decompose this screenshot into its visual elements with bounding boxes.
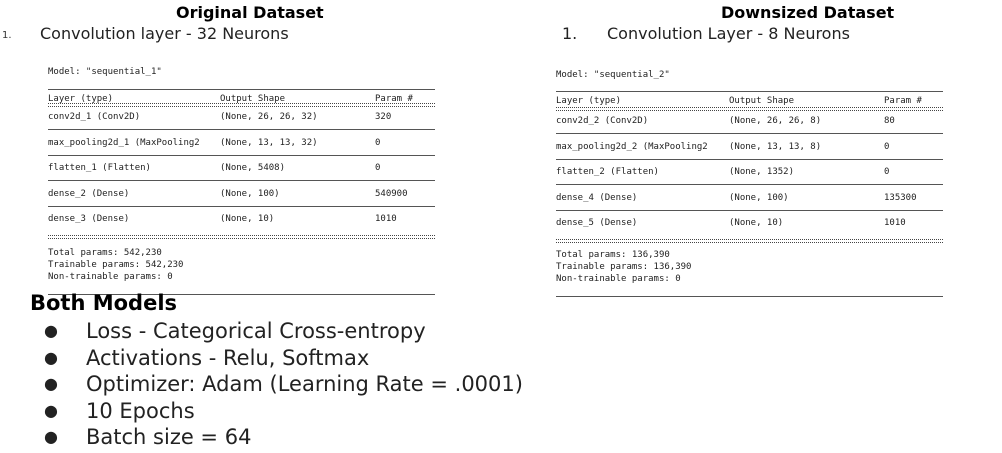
table-cell: (None, 100) bbox=[729, 192, 789, 203]
table-cell: conv2d_2 (Conv2D) bbox=[556, 116, 649, 126]
table-cell: 0 bbox=[375, 163, 381, 173]
header-double-rule bbox=[48, 103, 435, 107]
right-item-number: 1. bbox=[562, 24, 578, 43]
bullet-text: Optimizer: Adam (Learning Rate = .0001) bbox=[86, 372, 523, 396]
original-dataset-title: Original Dataset bbox=[176, 3, 324, 22]
table-cell: 0 bbox=[375, 137, 381, 148]
column-header: Layer (type) bbox=[48, 94, 114, 104]
bullet-icon: ● bbox=[44, 321, 58, 340]
params-total: Total params: 136,390 bbox=[556, 250, 670, 260]
bullet-icon: ● bbox=[44, 400, 58, 420]
left-item-text: Convolution layer - 32 Neurons bbox=[40, 24, 289, 43]
table-cell: 80 bbox=[884, 116, 895, 126]
table-cell: (None, 10) bbox=[729, 218, 784, 228]
row-rule bbox=[556, 158, 943, 160]
table-cell: (None, 13, 13, 32) bbox=[220, 137, 318, 148]
bullet-text: Activations - Relu, Softmax bbox=[86, 345, 370, 370]
table-cell: 1010 bbox=[884, 218, 906, 228]
column-header: Output Shape bbox=[220, 94, 286, 104]
table-cell: 135300 bbox=[884, 192, 917, 203]
row-rule bbox=[556, 209, 943, 211]
right-item-text: Convolution Layer - 8 Neurons bbox=[607, 24, 850, 43]
downsized-model-summary: Model: "sequential_2" Layer (type) Output … bbox=[556, 69, 946, 301]
header-rule bbox=[556, 91, 943, 92]
table-cell: conv2d_1 (Conv2D) bbox=[48, 112, 141, 122]
table-cell: (None, 26, 26, 32) bbox=[220, 112, 318, 122]
params-total: Non-trainable params: 0 bbox=[556, 274, 681, 284]
footer-double-rule bbox=[48, 235, 435, 239]
table-cell: (None, 26, 26, 8) bbox=[729, 116, 822, 126]
bullet-text: 10 Epochs bbox=[86, 398, 195, 423]
table-cell: 1010 bbox=[375, 214, 397, 224]
table-cell: (None, 5408) bbox=[220, 163, 286, 173]
table-cell: dense_2 (Dense) bbox=[48, 188, 130, 199]
params-total: Trainable params: 542,230 bbox=[48, 260, 184, 270]
column-header: Layer (type) bbox=[556, 96, 622, 106]
model-name: Model: "sequential_1" bbox=[48, 67, 162, 77]
table-cell: 540900 bbox=[375, 188, 408, 199]
bullet-icon: ● bbox=[44, 427, 58, 446]
table-cell: dense_4 (Dense) bbox=[556, 192, 638, 203]
params-total: Total params: 542,230 bbox=[48, 248, 162, 258]
table-cell: 0 bbox=[884, 141, 890, 152]
table-cell: (None, 13, 13, 8) bbox=[729, 141, 822, 152]
left-item-number: 1. bbox=[2, 30, 12, 41]
table-cell: flatten_2 (Flatten) bbox=[556, 167, 659, 177]
footer-double-rule bbox=[556, 239, 943, 243]
params-total: Trainable params: 136,390 bbox=[556, 262, 692, 272]
row-rule bbox=[48, 129, 435, 130]
table-cell: max_pooling2d_2 (MaxPooling2 bbox=[556, 141, 708, 152]
both-models-title: Both Models bbox=[30, 291, 178, 315]
row-rule bbox=[556, 133, 943, 134]
bullet-text: Batch size = 64 bbox=[86, 425, 252, 449]
bullet-icon: ● bbox=[44, 347, 58, 367]
params-total: Non-trainable params: 0 bbox=[48, 272, 173, 282]
bullet-text: Loss - Categorical Cross-entropy bbox=[86, 319, 426, 343]
end-rule bbox=[48, 294, 435, 295]
table-cell: 320 bbox=[375, 112, 392, 122]
header-double-rule bbox=[556, 107, 943, 111]
table-cell: flatten_1 (Flatten) bbox=[48, 163, 151, 173]
table-cell: max_pooling2d_1 (MaxPooling2 bbox=[48, 137, 200, 148]
bullet-icon: ● bbox=[44, 374, 58, 393]
model-name: Model: "sequential_2" bbox=[556, 70, 670, 80]
end-rule bbox=[556, 296, 943, 297]
row-rule bbox=[48, 154, 435, 156]
table-cell: dense_3 (Dense) bbox=[48, 214, 130, 224]
table-cell: dense_5 (Dense) bbox=[556, 218, 638, 228]
downsized-dataset-title: Downsized Dataset bbox=[721, 3, 895, 22]
column-header: Output Shape bbox=[729, 96, 795, 106]
original-model-summary: Model: "sequential_1" Layer (type) Output … bbox=[48, 66, 438, 298]
table-cell: (None, 10) bbox=[220, 214, 275, 224]
table-cell: (None, 100) bbox=[220, 188, 280, 199]
table-cell: 0 bbox=[884, 167, 890, 177]
row-rule bbox=[48, 180, 435, 181]
row-rule bbox=[48, 205, 435, 207]
row-rule bbox=[556, 184, 943, 185]
table-cell: (None, 1352) bbox=[729, 167, 795, 177]
column-header: Param # bbox=[884, 96, 922, 106]
header-rule bbox=[48, 89, 435, 90]
column-header: Param # bbox=[375, 94, 413, 104]
